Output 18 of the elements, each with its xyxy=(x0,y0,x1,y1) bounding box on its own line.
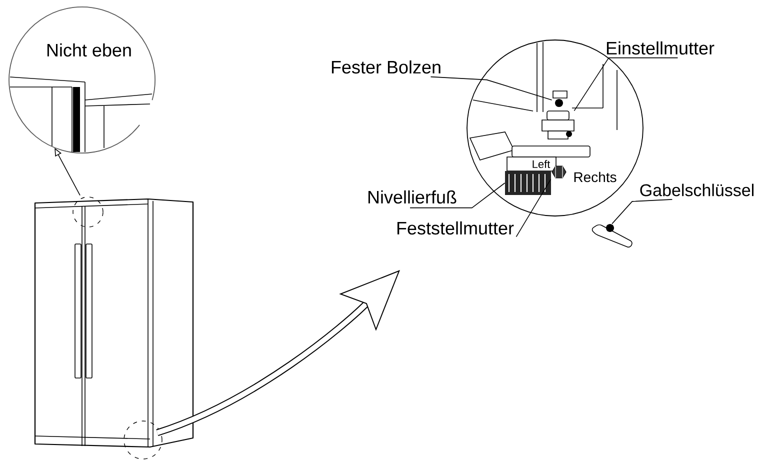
bolt xyxy=(552,90,568,107)
wrench xyxy=(592,224,632,248)
leader-line xyxy=(516,178,552,238)
leader-line xyxy=(430,76,552,100)
leader-line xyxy=(574,57,678,112)
adjusting-nut xyxy=(542,110,574,140)
lock-nut xyxy=(552,166,566,178)
part-label: Einstellmutter xyxy=(606,41,714,55)
leader-line xyxy=(410,182,506,208)
part-label: Feststellmutter xyxy=(397,221,514,235)
refrigerator xyxy=(34,198,194,448)
leveling-foot xyxy=(505,171,551,195)
side-label: Rechts xyxy=(572,171,618,183)
arrow xyxy=(156,270,400,436)
leader-line xyxy=(612,199,673,224)
part-label: Gabelschlüssel xyxy=(640,184,754,196)
part-label: Fester Bolzen xyxy=(332,60,440,74)
part-label: Nivellierfuß xyxy=(368,190,456,204)
